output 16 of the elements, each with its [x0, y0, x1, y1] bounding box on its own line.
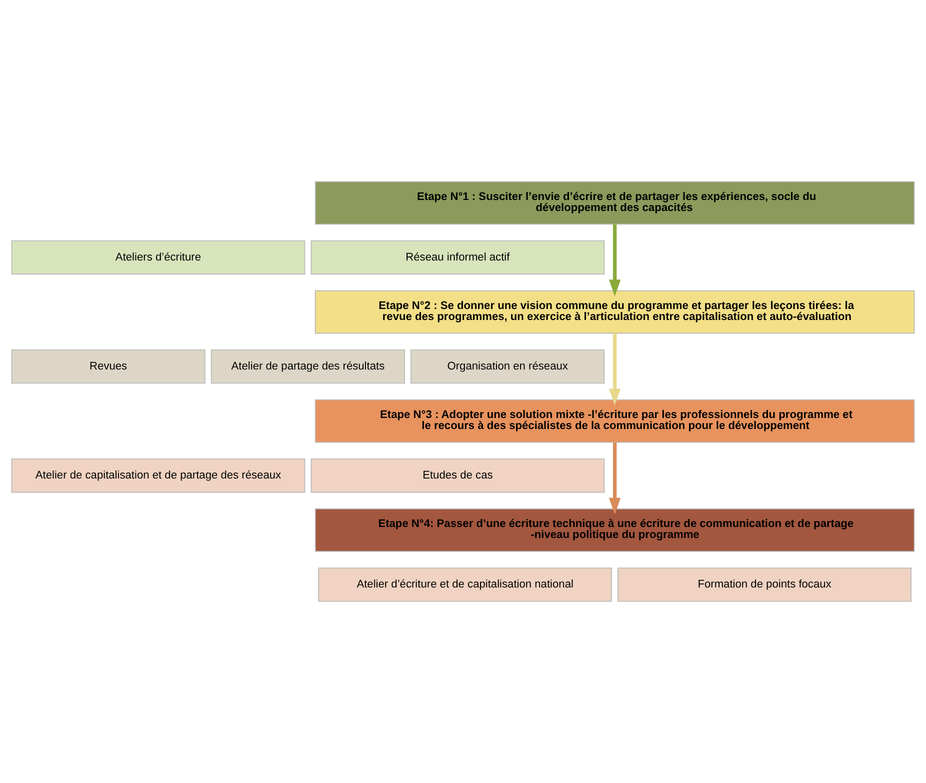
node-box: Etudes de cas [310, 458, 605, 493]
node-box: Revues [11, 349, 206, 384]
node-box: Atelier de partage des résultats [210, 349, 405, 384]
arrow [608, 224, 621, 296]
node-box: Ateliers d’écriture [11, 240, 306, 275]
node-box: Etape N°2 : Se donner une vision commune du programme et partager les leçons tirées: la revue des programmes, un exercice à l’articulation entre capitalisation et auto-évaluation [314, 290, 915, 334]
node-box: Etape N°4: Passer d’une écriture technique à une écriture de communication et de partage -niveau politique du programme [314, 508, 915, 552]
node-box: Atelier de capitalisation et de partage des réseaux [11, 458, 306, 493]
arrow [608, 333, 621, 406]
node-box: Organisation en réseaux [410, 349, 605, 384]
node-box: Atelier d’écriture et de capitalisation national [318, 568, 612, 602]
node-box: Etape N°3 : Adopter une solution mixte -l’écriture par les professionnels du programme et le recours à des spécialistes de la communication pour le développement [314, 399, 915, 443]
node-box: Formation de points focaux [618, 568, 912, 602]
node-box: Etape N°1 : Susciter l’envie d’écrire et de partager les expériences, socle du développement des capacités [314, 181, 915, 225]
arrow [608, 442, 621, 514]
node-box: Réseau informel actif [310, 240, 605, 275]
